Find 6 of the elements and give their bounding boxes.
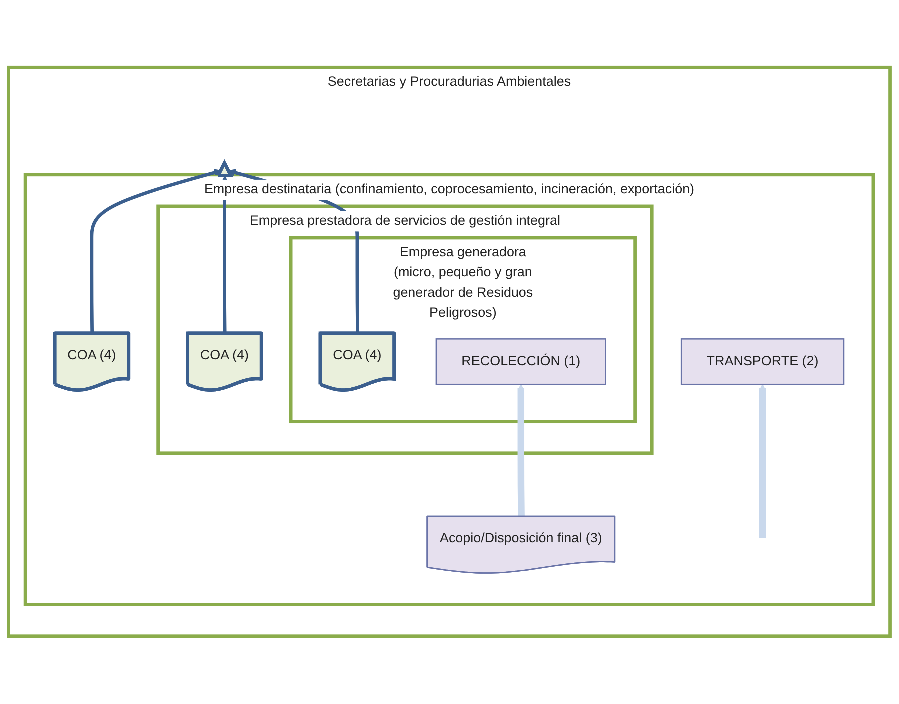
arrow xyxy=(90,169,222,334)
node-box: RECOLECCIÓN (1) xyxy=(436,338,606,386)
arrow xyxy=(221,176,229,334)
node-box: TRANSPORTE (2) xyxy=(680,338,845,386)
arrow xyxy=(759,384,766,539)
arrow xyxy=(517,384,525,517)
